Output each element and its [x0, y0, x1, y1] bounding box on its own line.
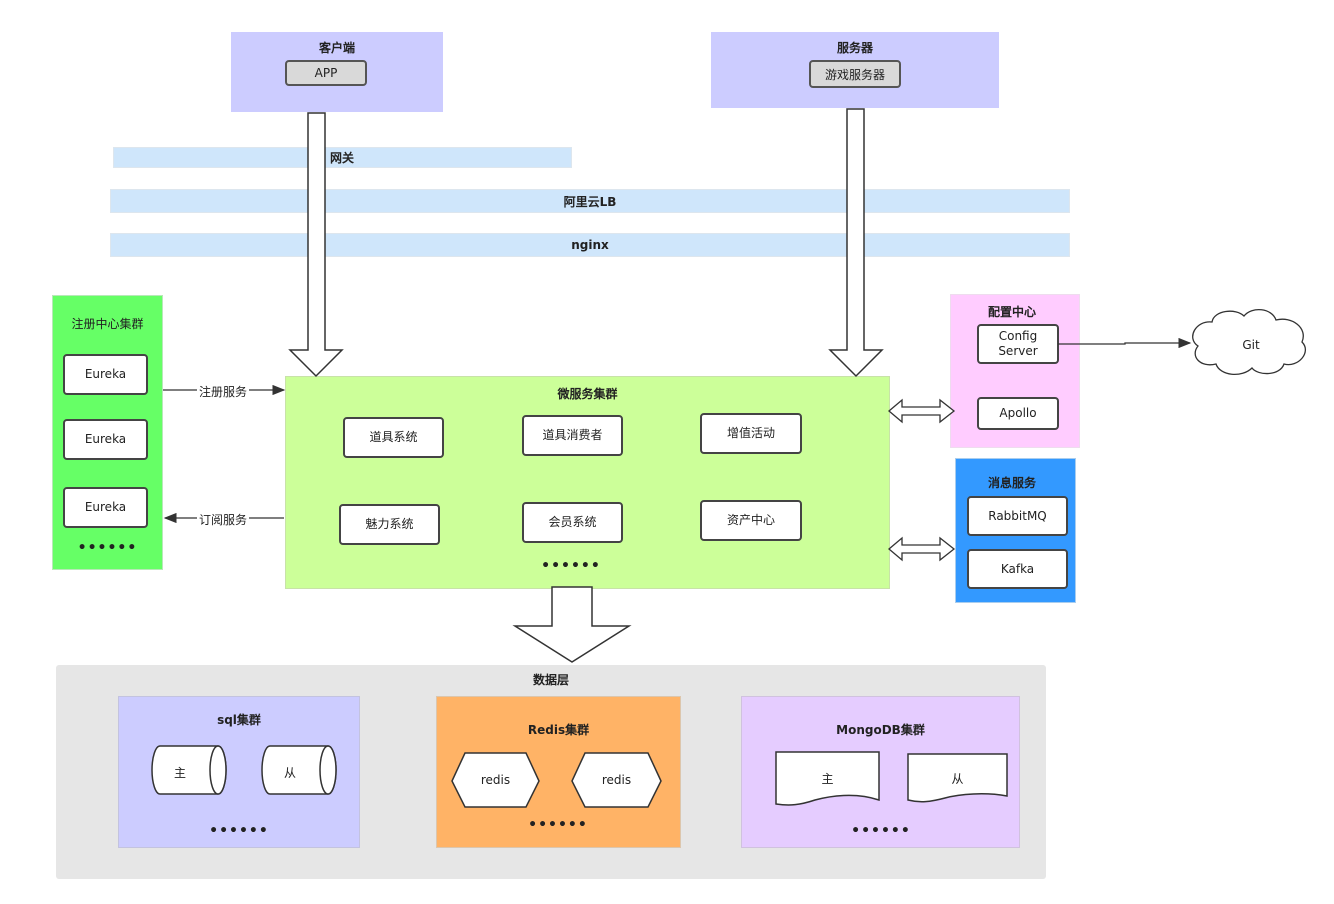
server-panel: 服务器 游戏服务器 — [711, 32, 999, 108]
microservice-title: 微服务集群 — [557, 387, 618, 401]
mongodb-cluster-title: MongoDB集群 — [836, 723, 925, 737]
client-panel: 客户端 APP — [231, 32, 443, 112]
asset-center-node[interactable]: 资产中心 — [700, 500, 802, 541]
redis-node-1-hexagon — [451, 752, 540, 808]
redis-more-dots: •••••• — [528, 817, 588, 833]
sql-more-dots: •••••• — [209, 823, 269, 839]
config-center: 配置中心 Config Server Apollo — [950, 294, 1080, 448]
sql-master-cylinder — [151, 745, 227, 795]
microservice-cluster: 微服务集群 道具系统 道具消费者 增值活动 魅力系统 会员系统 资产中心 •••… — [285, 376, 890, 589]
apollo-node[interactable]: Apollo — [977, 397, 1059, 430]
value-activity-node[interactable]: 增值活动 — [700, 413, 802, 454]
eureka-node-3[interactable]: Eureka — [63, 487, 148, 528]
eureka-node-2[interactable]: Eureka — [63, 419, 148, 460]
server-to-cluster-arrow — [828, 108, 884, 378]
nginx-bar: nginx — [110, 233, 1070, 257]
message-service: 消息服务 RabbitMQ Kafka — [955, 458, 1076, 603]
client-title: 客户端 — [318, 41, 355, 55]
cluster-message-bidirectional-arrow — [887, 536, 956, 562]
registry-more-dots: •••••• — [77, 540, 138, 556]
microservice-more-dots: •••••• — [541, 558, 601, 574]
cluster-config-bidirectional-arrow — [887, 398, 956, 424]
game-server-node[interactable]: 游戏服务器 — [809, 60, 901, 88]
kafka-node[interactable]: Kafka — [967, 549, 1068, 589]
gateway-bar: 网关 — [113, 147, 572, 168]
config-server-node[interactable]: Config Server — [977, 324, 1059, 364]
client-to-cluster-arrow — [288, 112, 344, 378]
mongodb-slave-label: 从 — [951, 772, 964, 786]
data-layer-title: 数据层 — [532, 673, 569, 687]
sql-master-label: 主 — [173, 766, 186, 780]
app-node[interactable]: APP — [285, 60, 367, 86]
eureka-node-1[interactable]: Eureka — [63, 354, 148, 395]
mongodb-master-label: 主 — [821, 772, 834, 786]
mongodb-master-document — [775, 751, 880, 806]
sql-cluster-title: sql集群 — [217, 713, 261, 727]
mongodb-more-dots: •••••• — [851, 823, 911, 839]
props-system-node[interactable]: 道具系统 — [343, 417, 444, 458]
git-label: Git — [1242, 338, 1260, 352]
register-service-label: 注册服务 — [197, 383, 250, 400]
redis-node-1-label: redis — [480, 773, 511, 787]
server-title: 服务器 — [836, 41, 873, 55]
git-cloud-icon — [1192, 309, 1307, 375]
cluster-to-data-layer-arrow — [512, 586, 632, 663]
registry-title: 注册中心集群 — [71, 317, 144, 331]
aliyun-lb-bar: 阿里云LB — [110, 189, 1070, 213]
sql-slave-label: 从 — [283, 766, 296, 780]
config-center-title: 配置中心 — [987, 305, 1036, 319]
rabbitmq-node[interactable]: RabbitMQ — [967, 496, 1068, 536]
redis-node-2-hexagon — [571, 752, 662, 808]
member-system-node[interactable]: 会员系统 — [522, 502, 623, 543]
redis-cluster-title: Redis集群 — [527, 723, 590, 737]
mongodb-slave-document — [907, 753, 1008, 803]
config-to-git-arrow — [1058, 337, 1192, 349]
props-consumer-node[interactable]: 道具消费者 — [522, 415, 623, 456]
subscribe-service-label: 订阅服务 — [197, 511, 250, 528]
message-service-title: 消息服务 — [987, 476, 1036, 490]
registry-cluster: 注册中心集群 Eureka Eureka Eureka •••••• — [52, 295, 163, 570]
sql-slave-cylinder — [261, 745, 337, 795]
redis-node-2-label: redis — [601, 773, 632, 787]
charm-system-node[interactable]: 魅力系统 — [339, 504, 440, 545]
